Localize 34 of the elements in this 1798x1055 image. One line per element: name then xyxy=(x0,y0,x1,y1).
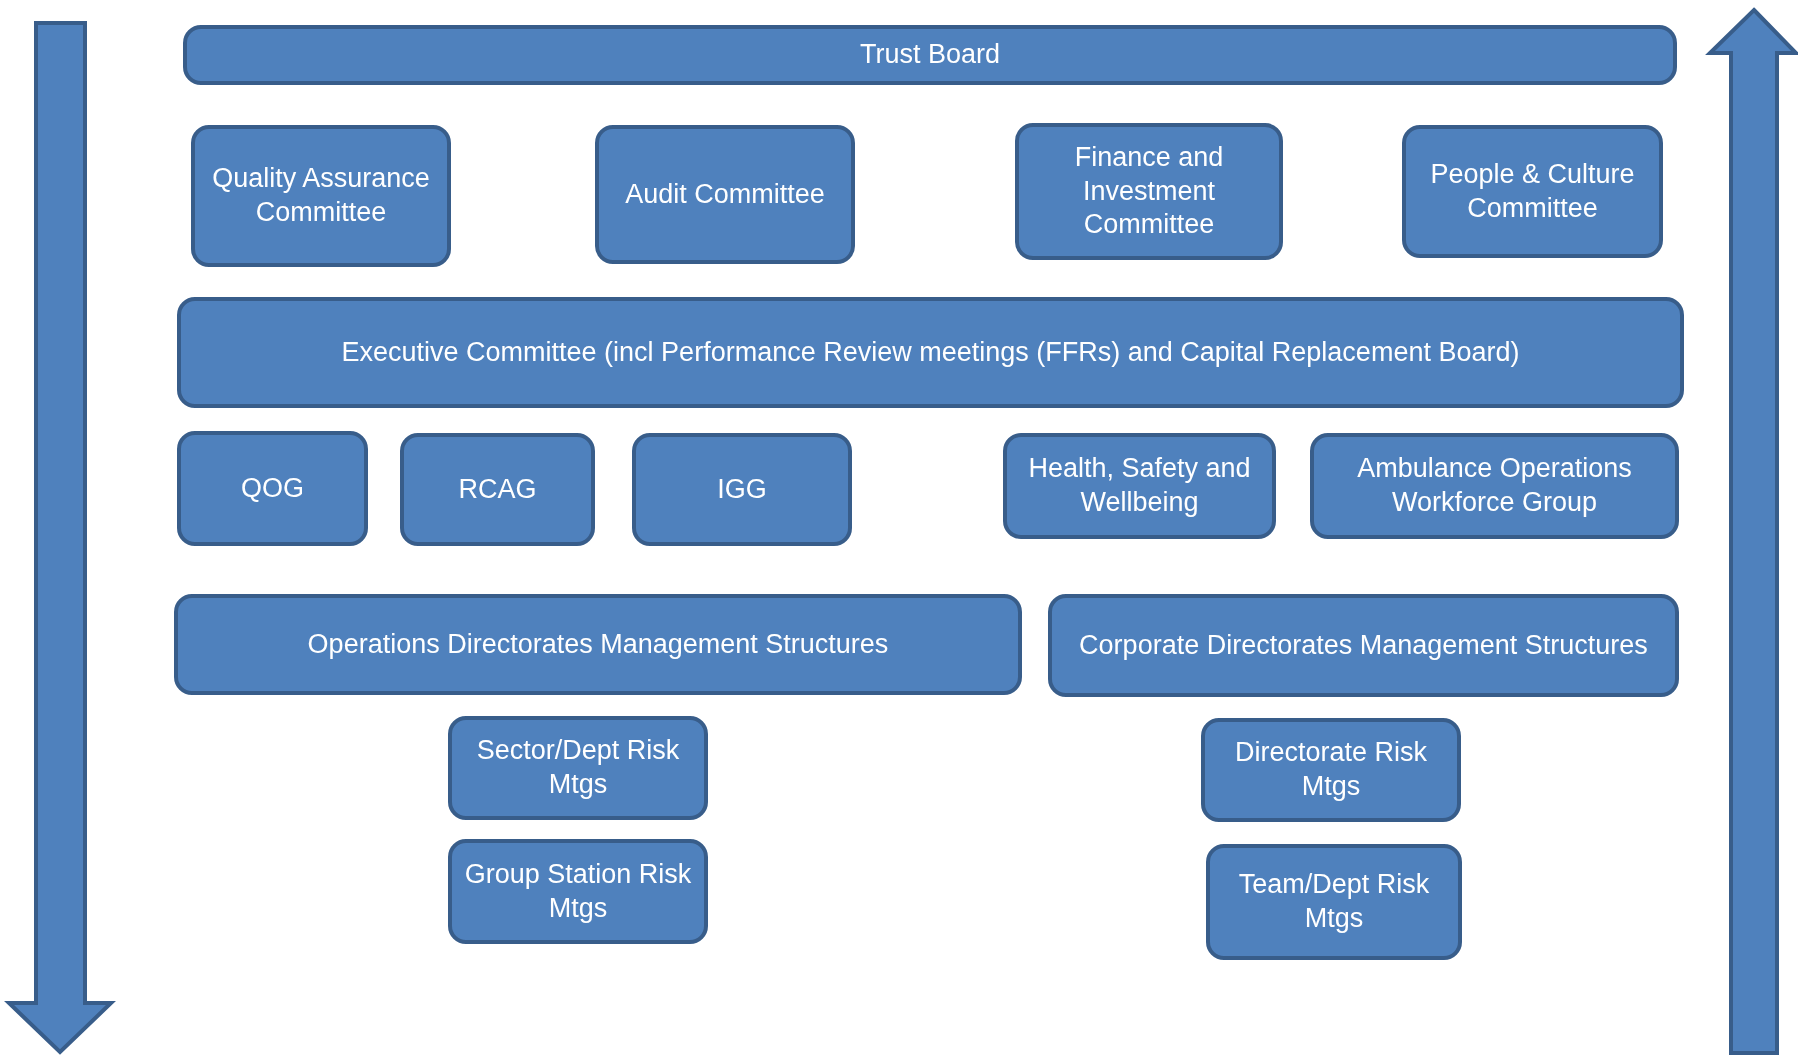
committee-box xyxy=(1206,844,1462,960)
box-label: Trust Board xyxy=(859,38,1001,72)
box-label: IGG xyxy=(717,472,767,506)
committee-box xyxy=(1201,718,1461,822)
committee-box xyxy=(1402,125,1663,258)
box-label: QOG xyxy=(241,471,304,505)
box-label: Executive Committee (incl Performance Review meetings (FFRs) and Capital Replacement Board) xyxy=(341,335,1520,369)
box-label: RCAG xyxy=(458,472,537,506)
committee-box xyxy=(595,125,855,264)
box-label: People & Culture Committee xyxy=(1429,157,1636,225)
box-label: Health, Safety and Wellbeing xyxy=(1027,452,1252,519)
box-label: Group Station Risk Mtgs xyxy=(463,857,693,925)
committee-box xyxy=(177,297,1684,408)
box-label: Directorate Risk Mtgs xyxy=(1233,736,1428,803)
committee-box xyxy=(400,433,595,546)
committee-box xyxy=(1048,594,1679,697)
box-label: Ambulance Operations Workforce Group xyxy=(1356,452,1633,519)
committee-box xyxy=(174,594,1022,695)
box-label: Team/Dept Risk Mtgs xyxy=(1237,868,1431,935)
committee-box xyxy=(177,431,368,546)
box-label: Sector/Dept Risk Mtgs xyxy=(475,734,681,801)
committee-box xyxy=(1015,123,1283,260)
committee-box xyxy=(1003,433,1276,539)
box-label: Audit Committee xyxy=(625,177,825,211)
box-label: Quality Assurance Committee xyxy=(211,162,431,229)
committee-box xyxy=(632,433,852,546)
committee-box xyxy=(183,25,1677,85)
committee-box xyxy=(448,839,708,944)
committee-box xyxy=(1310,433,1679,539)
committee-box xyxy=(191,125,451,267)
box-label: Corporate Directorates Management Structures xyxy=(1079,628,1648,662)
committee-box xyxy=(448,716,708,820)
box-label: Operations Directorates Management Structures xyxy=(307,627,889,661)
box-label: Finance and Investment Committee xyxy=(1073,140,1225,242)
